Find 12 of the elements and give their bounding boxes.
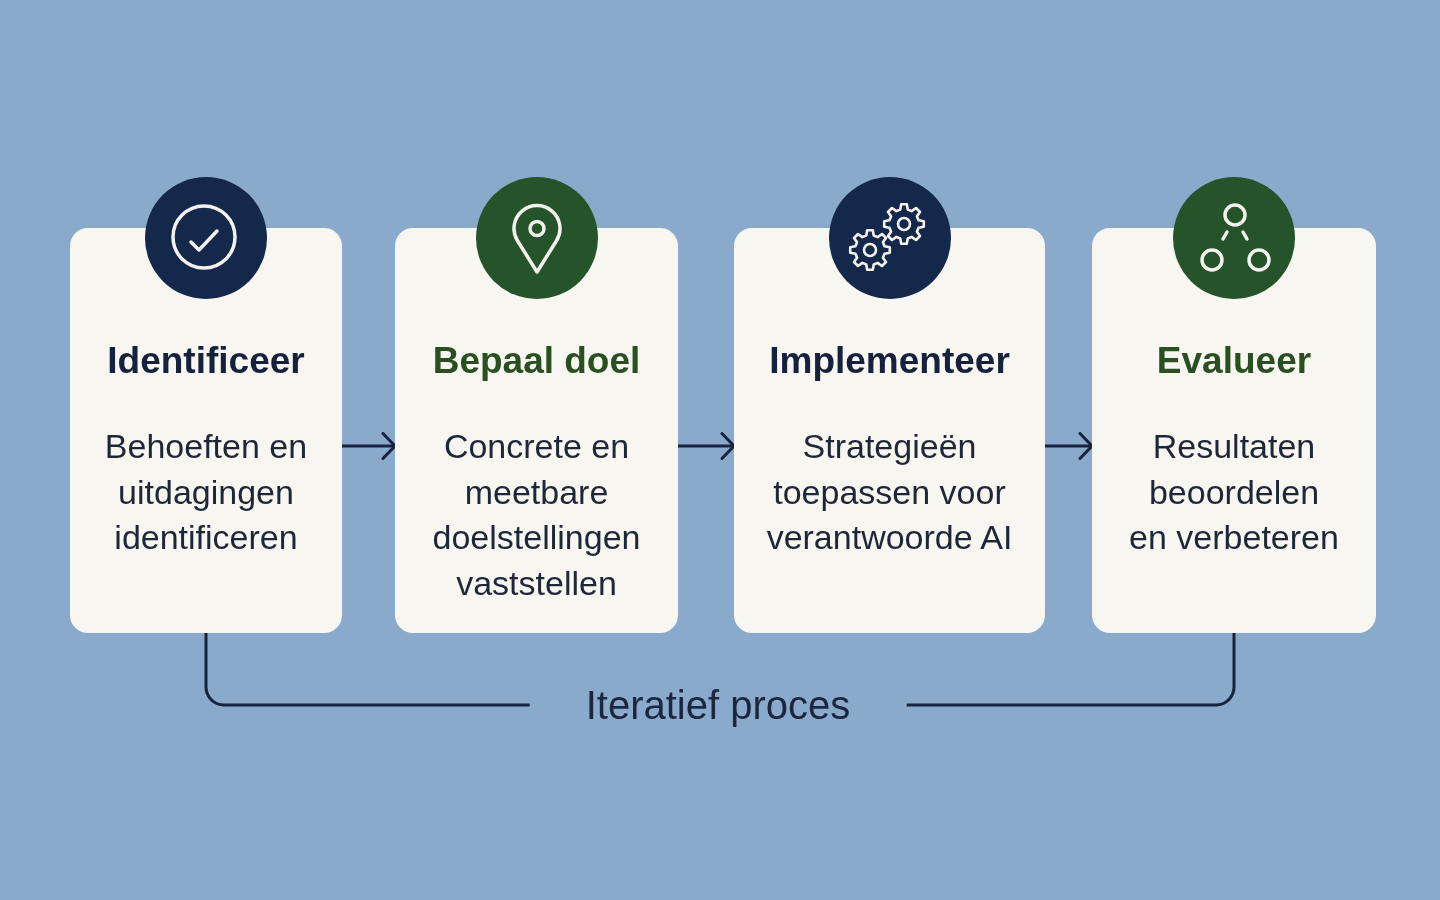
step-description: Resultaten beoordelen en verbeteren	[1128, 426, 1340, 558]
arrow	[1043, 432, 1094, 460]
step-description: Concrete en meetbare doelstellingen vaststellen	[431, 426, 642, 604]
edge-label: Iteratief proces	[585, 682, 851, 729]
step-title: Evalueer	[1156, 339, 1312, 383]
step-description: Strategieën toepassen voor verantwoorde AI	[765, 426, 1014, 558]
step-title: Bepaal doel	[432, 339, 641, 383]
step-title: Identificeer	[107, 339, 305, 383]
step-description: Behoeften en uitdagingen identificeren	[103, 426, 309, 558]
step-title: Implementeer	[769, 339, 1010, 383]
arrow	[676, 432, 736, 460]
arrow	[340, 432, 397, 460]
